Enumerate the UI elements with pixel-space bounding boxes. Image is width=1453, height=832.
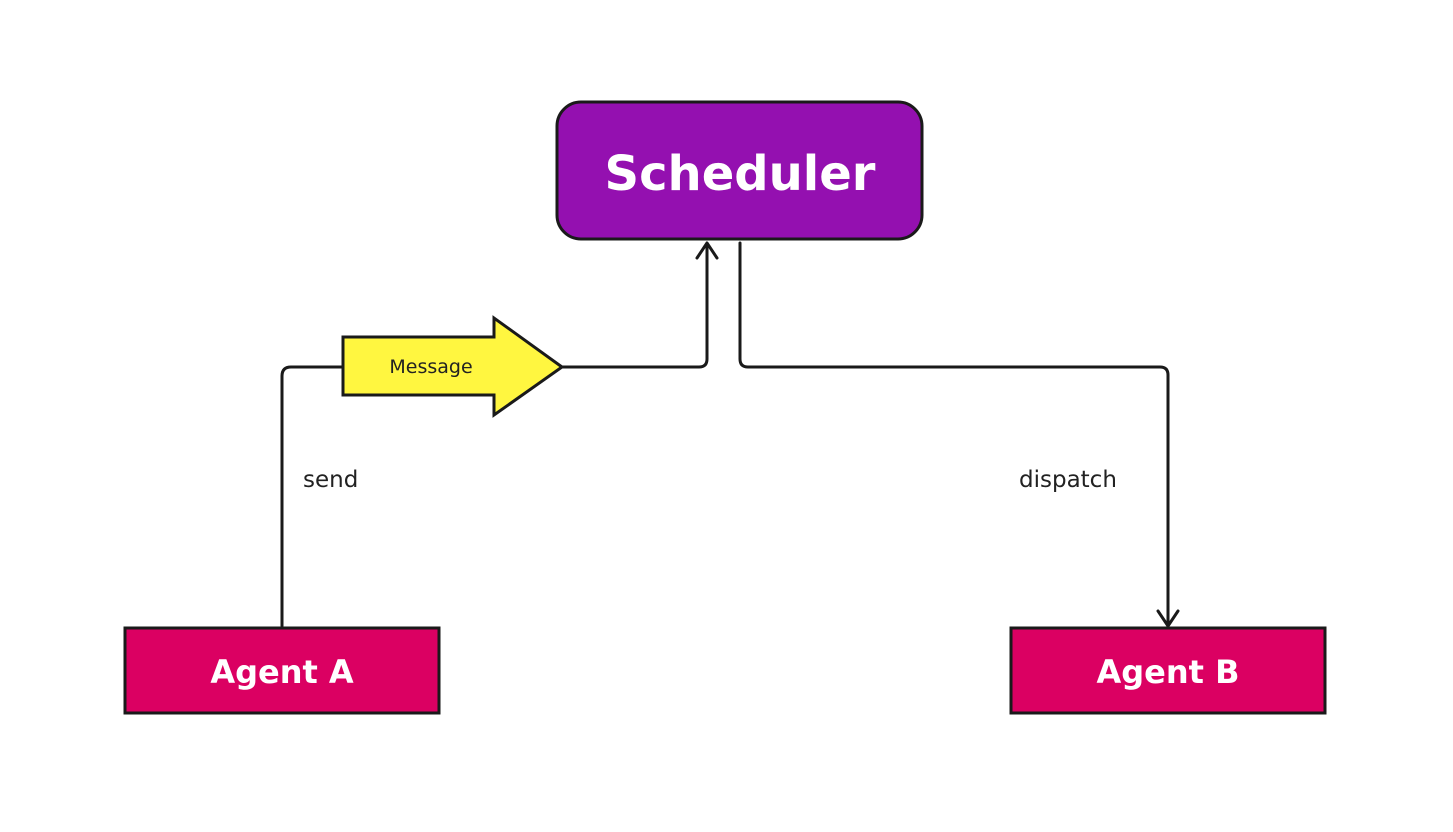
message-arrow-shape xyxy=(341,315,565,418)
send-connector xyxy=(280,365,345,628)
agent-a-box xyxy=(123,626,441,715)
send-label: send xyxy=(303,467,358,493)
dispatch-label: dispatch xyxy=(1019,467,1117,493)
dispatch-connector xyxy=(738,241,1170,627)
message-arrow[interactable]: Message xyxy=(341,315,565,418)
message-to-scheduler-connector xyxy=(560,244,709,369)
agent-b-inbound-arrowhead xyxy=(1156,609,1180,628)
agent-b-label: Agent B xyxy=(1097,653,1240,691)
scheduler-label: Scheduler xyxy=(605,146,876,202)
scheduler-box xyxy=(555,100,924,241)
scheduler-inbound-arrowhead xyxy=(695,241,719,260)
message-label: Message xyxy=(389,356,472,378)
agent-b-node[interactable]: Agent B xyxy=(1009,626,1327,715)
agent-a-node[interactable]: Agent A xyxy=(123,626,441,715)
scheduler-node[interactable]: Scheduler xyxy=(555,100,924,241)
agent-a-label: Agent A xyxy=(210,653,354,691)
agent-b-box xyxy=(1009,626,1327,715)
